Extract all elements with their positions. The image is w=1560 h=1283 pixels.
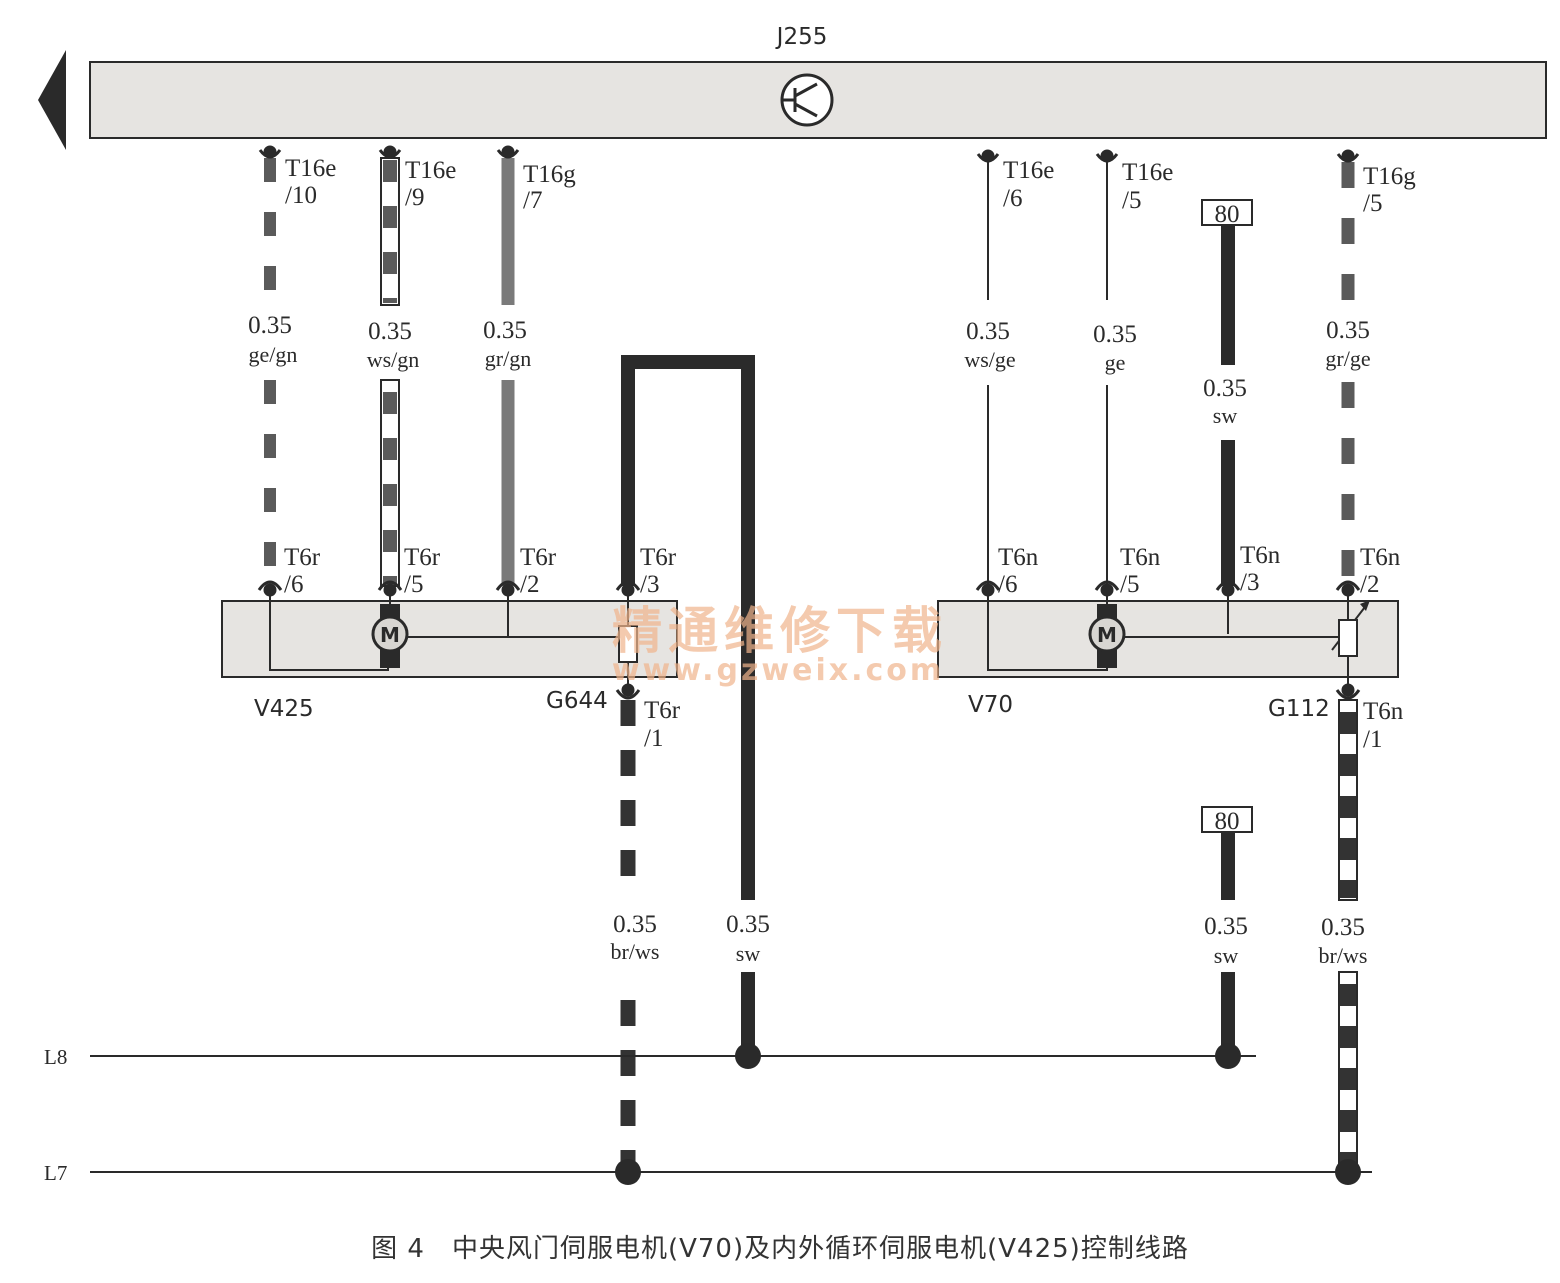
svg-text:0.35: 0.35 (368, 318, 412, 345)
g112-wiper-arrow-icon (1360, 600, 1370, 611)
svg-text:/3: /3 (1240, 569, 1259, 596)
svg-text:/6: /6 (1003, 185, 1022, 212)
svg-text:ge: ge (1105, 350, 1126, 375)
transistor-icon (780, 73, 834, 127)
pin-labels: T16e /10 T16e /9 T16g /7 T16e /6 T16e /5… (284, 155, 1416, 753)
svg-text:T6r: T6r (284, 544, 321, 571)
g112-potentiometer (1338, 619, 1358, 657)
v425-motor-symbol: M (380, 623, 400, 647)
svg-text:T6n: T6n (1363, 698, 1404, 725)
junction-l7-b (1335, 1159, 1361, 1185)
svg-text:/6: /6 (998, 571, 1017, 598)
svg-text:T16e: T16e (285, 155, 336, 182)
svg-text:/5: /5 (404, 571, 423, 598)
wire-w6 (1201, 199, 1253, 586)
svg-text:T6n: T6n (998, 544, 1039, 571)
svg-text:T6r: T6r (520, 544, 557, 571)
svg-text:/1: /1 (644, 725, 663, 752)
svg-text:/3: /3 (640, 571, 659, 598)
junction-l8-a (735, 1043, 761, 1069)
svg-text:sw: sw (1214, 943, 1239, 968)
svg-text:T6r: T6r (644, 697, 681, 724)
svg-text:/7: /7 (523, 187, 542, 214)
svg-text:br/ws: br/ws (1319, 943, 1368, 968)
wire-w2 (380, 157, 400, 587)
svg-text:/5: /5 (1120, 571, 1139, 598)
v70-motor: M (1088, 604, 1126, 668)
svg-text:0.35: 0.35 (613, 911, 657, 938)
svg-text:/2: /2 (1360, 571, 1379, 598)
g644-label: G644 (546, 688, 608, 714)
svg-text:ws/ge: ws/ge (964, 347, 1015, 372)
svg-text:/1: /1 (1363, 726, 1382, 753)
svg-text:/5: /5 (1363, 190, 1382, 217)
connector-symbols-actuator (257, 580, 1361, 700)
v425-box (221, 600, 678, 678)
svg-text:0.35: 0.35 (1203, 375, 1247, 402)
svg-text:0.35: 0.35 (248, 312, 292, 339)
svg-text:gr/gn: gr/gn (485, 346, 531, 371)
svg-text:/6: /6 (284, 571, 303, 598)
svg-text:ws/gn: ws/gn (367, 347, 420, 372)
svg-text:/5: /5 (1122, 187, 1141, 214)
svg-text:T16e: T16e (1122, 159, 1173, 186)
svg-text:/2: /2 (520, 571, 539, 598)
wire-labels: 0.35 ge/gn 0.35 ws/gn 0.35 gr/gn 0.35 ws… (248, 312, 1370, 968)
svg-text:0.35: 0.35 (1321, 914, 1365, 941)
j255-label: J255 (775, 24, 828, 50)
svg-text:T6n: T6n (1240, 542, 1281, 569)
svg-text:T6r: T6r (404, 544, 441, 571)
watermark-line1: 精通维修下载 (612, 602, 948, 660)
g644-potentiometer (618, 625, 638, 663)
svg-text:0.35: 0.35 (483, 317, 527, 344)
figure-caption: 图 4 中央风门伺服电机(V70)及内外循环伺服电机(V425)控制线路 (371, 1234, 1189, 1264)
svg-text:/9: /9 (405, 184, 424, 211)
svg-text:T16e: T16e (405, 157, 456, 184)
wire-t6r3-loop (621, 355, 755, 900)
svg-text:gr/ge: gr/ge (1325, 346, 1370, 371)
svg-text:ge/gn: ge/gn (249, 342, 298, 367)
svg-text:T16e: T16e (1003, 157, 1054, 184)
svg-text:T6n: T6n (1120, 544, 1161, 571)
svg-text:/10: /10 (285, 182, 317, 209)
junction-l7-a (615, 1159, 641, 1185)
v425-motor: M (371, 604, 409, 668)
svg-text:sw: sw (736, 941, 761, 966)
junction-l8-b (1215, 1043, 1241, 1069)
rail-l8-label: L8 (44, 1045, 67, 1069)
fuse-80-top: 80 (1215, 201, 1240, 228)
watermark-line2: www.gzweix.com (612, 653, 944, 688)
wire-w11 (1338, 699, 1358, 1169)
g112-label: G112 (1268, 696, 1330, 722)
svg-text:T6r: T6r (640, 544, 677, 571)
svg-text:br/ws: br/ws (611, 939, 660, 964)
svg-text:sw: sw (1213, 403, 1238, 428)
connector-symbols-top (258, 145, 1360, 163)
svg-text:0.35: 0.35 (966, 318, 1010, 345)
rail-l7-label: L7 (44, 1161, 67, 1185)
svg-text:T6n: T6n (1360, 544, 1401, 571)
v70-box (937, 600, 1399, 678)
v425-label: V425 (254, 696, 314, 722)
svg-text:T16g: T16g (523, 161, 576, 188)
fuse-80-bottom: 80 (1215, 808, 1240, 835)
v70-label: V70 (968, 692, 1013, 718)
svg-text:0.35: 0.35 (1204, 913, 1248, 940)
v70-motor-symbol: M (1097, 623, 1117, 647)
svg-text:0.35: 0.35 (726, 911, 770, 938)
svg-text:T16g: T16g (1363, 163, 1416, 190)
left-arrow-icon (38, 50, 66, 150)
svg-text:0.35: 0.35 (1326, 317, 1370, 344)
svg-text:0.35: 0.35 (1093, 321, 1137, 348)
